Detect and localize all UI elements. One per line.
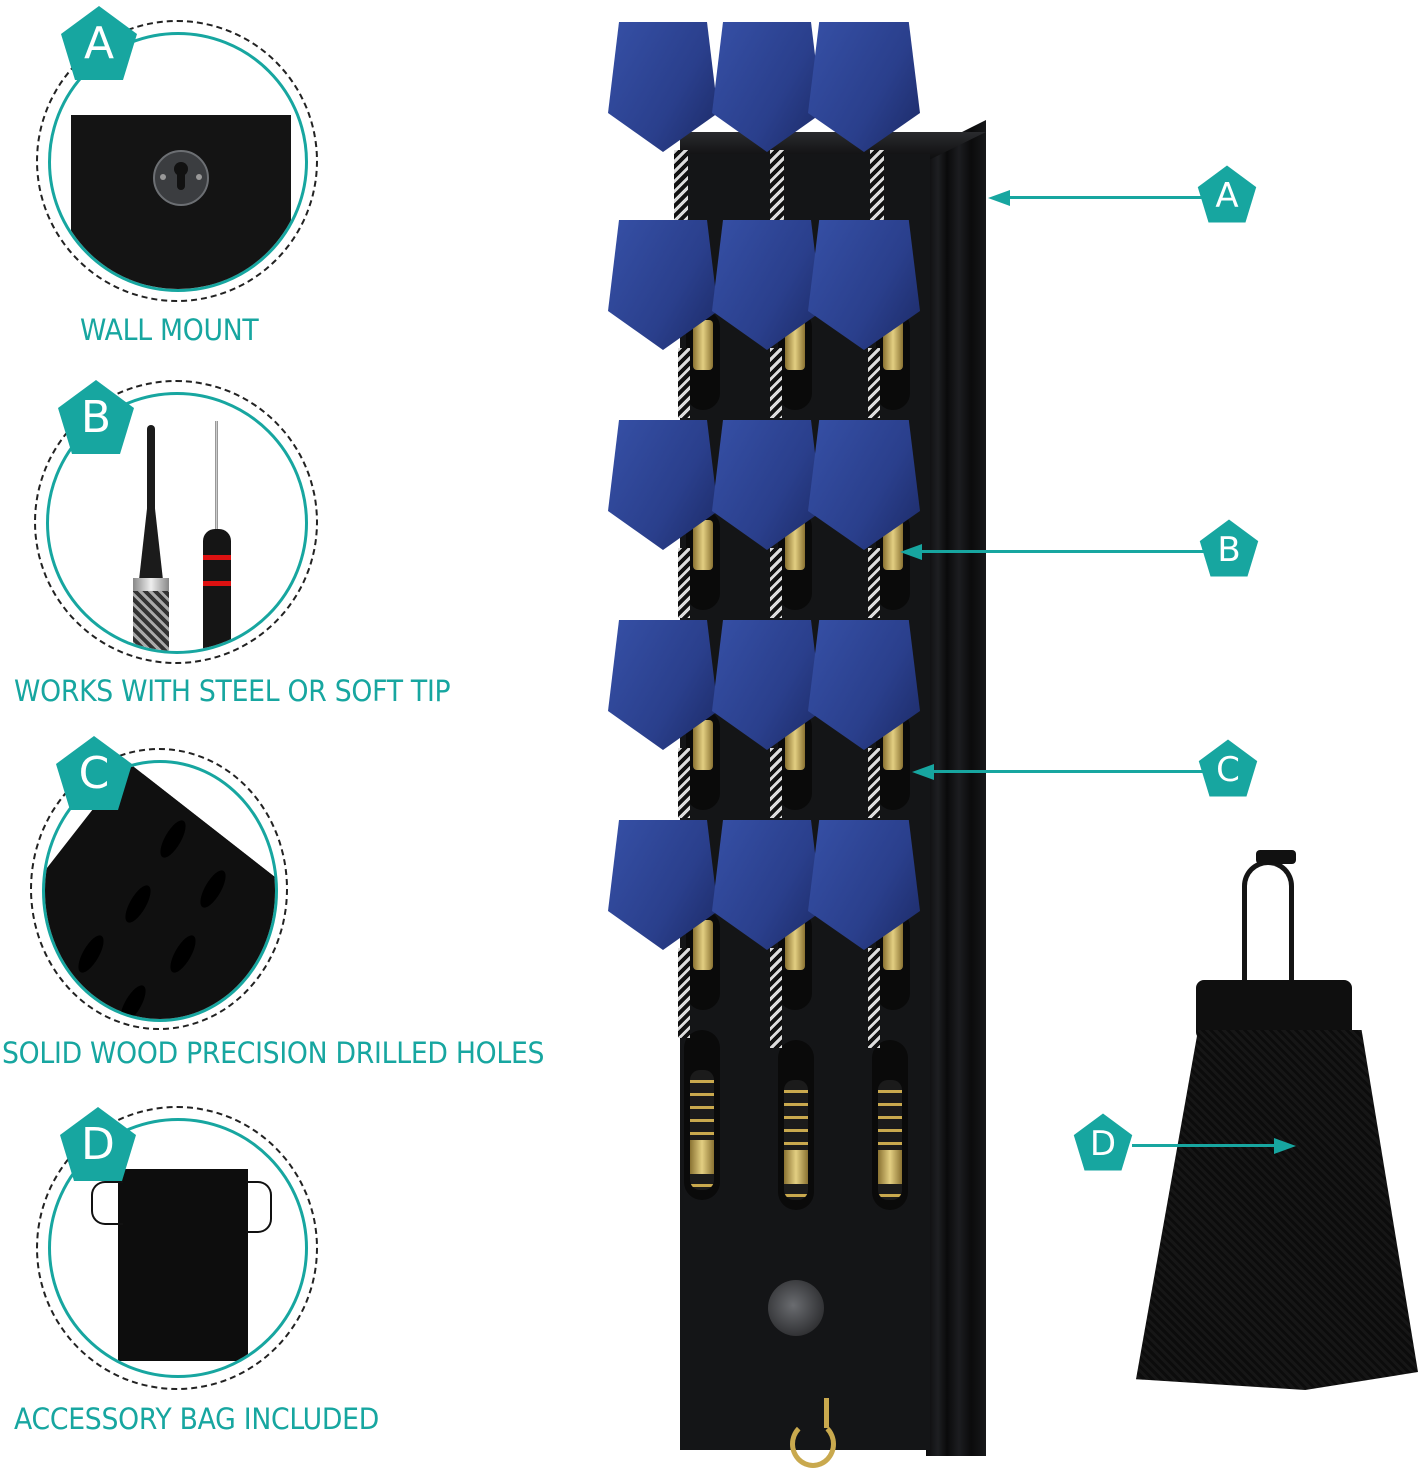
- accessory-bag: [1136, 850, 1418, 1410]
- dashed-ring: [36, 1106, 318, 1390]
- shaft-icon: [870, 150, 884, 220]
- keyhole-plate: [153, 150, 209, 206]
- drawstring-icon: [1242, 860, 1294, 1000]
- barrel-icon: [878, 1080, 902, 1200]
- dashed-ring: [36, 20, 318, 302]
- feature-b-label: WORKS WITH STEEL OR SOFT TIP: [14, 674, 451, 708]
- drawstring-icon: [246, 1181, 272, 1233]
- shaft-icon: [868, 948, 880, 1048]
- screw-icon: [196, 174, 202, 180]
- callout-line: [930, 770, 1206, 773]
- arrow-left-icon: [988, 190, 1010, 206]
- shaft-icon: [674, 150, 688, 220]
- callout-line: [1006, 196, 1206, 199]
- sharpening-stone-icon: [768, 1280, 824, 1336]
- shaft-icon: [678, 548, 690, 618]
- feature-d-image: [48, 1118, 308, 1378]
- badge-b-icon: B: [1198, 518, 1260, 578]
- dart-row: [604, 400, 934, 620]
- arrow-right-icon: [1274, 1138, 1296, 1154]
- flight-icon: [808, 22, 920, 152]
- hook-icon: [790, 1420, 836, 1468]
- barrel-icon: [693, 520, 713, 570]
- dart-row: [604, 800, 934, 1210]
- shaft-icon: [770, 748, 782, 818]
- arrow-left-icon: [912, 764, 934, 780]
- drawstring-icon: [91, 1181, 123, 1225]
- barrel-icon: [693, 320, 713, 370]
- dashed-ring: [34, 380, 318, 664]
- drilled-hole: [684, 1030, 720, 1200]
- flight-icon: [712, 22, 822, 152]
- bag-icon: [118, 1169, 248, 1361]
- callout-line: [1132, 1144, 1276, 1147]
- callout-line: [918, 550, 1208, 553]
- steel-tip-icon: [215, 421, 218, 531]
- barrel-icon: [693, 920, 713, 970]
- shaft-icon: [678, 748, 690, 818]
- feature-a-image: [48, 32, 308, 292]
- dashed-ring: [30, 748, 288, 1030]
- dart-grid: [604, 0, 934, 1210]
- barrel-icon: [693, 720, 713, 770]
- arrow-left-icon: [900, 544, 922, 560]
- feature-c-label: SOLID WOOD PRECISION DRILLED HOLES: [2, 1036, 545, 1070]
- badge-c-icon: C: [54, 734, 134, 812]
- knot-icon: [1256, 850, 1296, 864]
- feature-d-label: ACCESSORY BAG INCLUDED: [14, 1402, 380, 1436]
- knurled-barrel: [133, 591, 169, 651]
- badge-d-icon: D: [1072, 1112, 1134, 1172]
- shaft-icon: [868, 748, 880, 818]
- dart-row: [604, 600, 934, 820]
- drilled-hole: [778, 1040, 814, 1210]
- badge-d-icon: D: [58, 1105, 138, 1183]
- shaft-icon: [868, 548, 880, 618]
- drilled-hole: [686, 710, 720, 810]
- feature-c-image: [42, 760, 278, 1022]
- dart-row: [604, 0, 934, 220]
- shaft-icon: [770, 548, 782, 618]
- dart-row: [604, 200, 934, 420]
- shaft-icon: [770, 150, 784, 220]
- badge-a-icon: A: [59, 4, 139, 82]
- barrel-icon: [690, 1070, 714, 1190]
- bag-body: [1136, 1030, 1418, 1390]
- drilled-hole: [872, 1040, 908, 1210]
- feature-a-label: WALL MOUNT: [80, 313, 259, 347]
- screw-icon: [160, 174, 166, 180]
- flight-icon: [608, 22, 718, 152]
- badge-b-icon: B: [56, 378, 136, 456]
- shaft-icon: [770, 348, 782, 418]
- soft-tip-icon: [147, 425, 155, 515]
- shaft-icon: [678, 948, 690, 1038]
- badge-a-icon: A: [1196, 164, 1258, 224]
- badge-c-icon: C: [1197, 738, 1259, 798]
- board-frame: [926, 120, 986, 1456]
- barrel-icon: [784, 1080, 808, 1200]
- shaft-icon: [770, 948, 782, 1048]
- shaft-icon: [678, 348, 690, 418]
- shaft-icon: [868, 348, 880, 418]
